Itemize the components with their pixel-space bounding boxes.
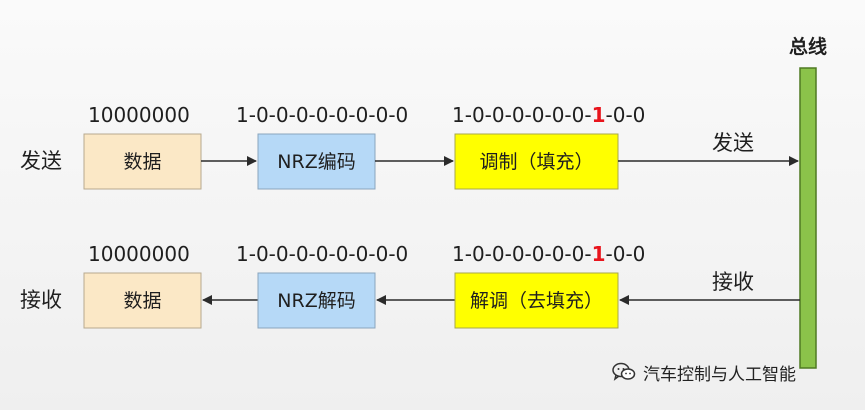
send-stuff-bit: 1 (592, 103, 606, 127)
receive-arrow-label: 接收 (712, 270, 754, 294)
bus-label: 总线 (789, 35, 827, 58)
send-nrz-box (257, 133, 376, 190)
receive-nrz-box-label: NRZ解码 (277, 290, 355, 312)
receive-demod-box (454, 272, 619, 329)
receive-data-bits: 10000000 (88, 242, 190, 266)
receive-data-box-label: 数据 (123, 290, 161, 312)
receive-side-label: 接收 (20, 288, 62, 312)
bus-bar (799, 67, 817, 369)
receive-stuff-bit: 1 (592, 242, 606, 266)
receive-data-box (83, 272, 202, 329)
send-data-bits: 10000000 (88, 103, 190, 127)
receive-demod-bits-prefix: 1-0-0-0-0-0-0- (452, 242, 592, 266)
receive-demod-bits: 1-0-0-0-0-0-0-1-0-0 (452, 242, 645, 266)
send-data-box-label: 数据 (123, 151, 161, 173)
receive-demod-bits-suffix: -0-0 (606, 242, 646, 266)
receive-nrz-bits: 1-0-0-0-0-0-0-0-0 (236, 242, 408, 266)
send-mod-bits-prefix: 1-0-0-0-0-0-0- (452, 103, 592, 127)
send-nrz-box-label: NRZ编码 (277, 151, 355, 173)
send-side-label: 发送 (20, 149, 62, 173)
send-mod-box (454, 133, 619, 190)
send-mod-box-label: 调制（填充） (479, 151, 593, 173)
send-mod-bits-suffix: -0-0 (606, 103, 646, 127)
wechat-icon (612, 362, 636, 381)
receive-demod-box-label: 解调（去填充） (470, 290, 603, 312)
receive-nrz-box (257, 272, 376, 329)
send-nrz-bits: 1-0-0-0-0-0-0-0-0 (236, 103, 408, 127)
watermark-text: 汽车控制与人工智能 (643, 364, 796, 385)
send-mod-bits: 1-0-0-0-0-0-0-1-0-0 (452, 103, 645, 127)
send-arrow-label: 发送 (712, 131, 754, 155)
watermark: 汽车控制与人工智能 (612, 358, 796, 386)
send-data-box (83, 133, 202, 190)
